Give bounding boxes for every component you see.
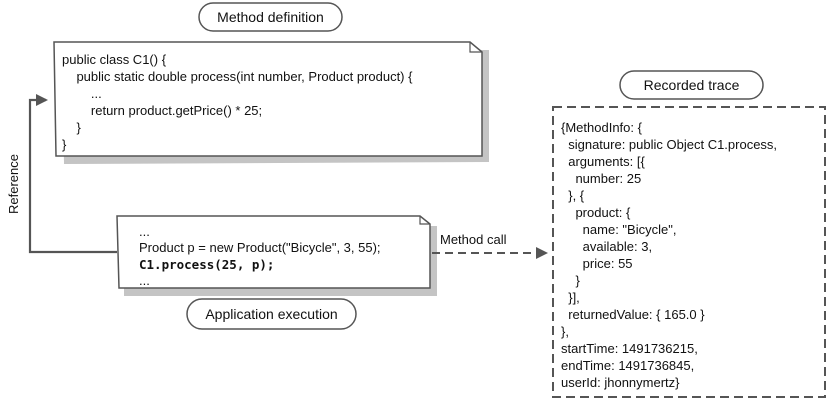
app-code-line: ... (139, 273, 150, 288)
method-definition-pill (198, 2, 343, 32)
trace-line: }], (561, 290, 580, 305)
trace-line: startTime: 1491736215, (561, 341, 698, 356)
app-code-line: Product p = new Product("Bicycle", 3, 55… (139, 240, 381, 255)
trace-line: }, { (561, 188, 585, 203)
method-definition-label: Method definition (217, 9, 324, 25)
method-code-line: return product.getPrice() * 25; (62, 103, 263, 118)
app-code-line: ... (139, 224, 150, 239)
trace-line: returnedValue: { 165.0 } (561, 307, 705, 322)
recorded-trace-pill (619, 70, 764, 100)
method-definition-box (53, 41, 483, 157)
trace-line: signature: public Object C1.process, (561, 137, 778, 152)
reference-arrow (28, 94, 117, 254)
reference-label: Reference (6, 154, 21, 214)
trace-line: }, (561, 324, 569, 339)
trace-line: available: 3, (561, 239, 653, 254)
method-code-line: ... (62, 86, 102, 101)
method-code-line: public class C1() { (62, 52, 167, 67)
application-execution-pill (186, 298, 357, 330)
method-code-line: } (62, 120, 81, 135)
trace-line: endTime: 1491736845, (561, 358, 695, 373)
application-execution-box (116, 215, 431, 289)
application-execution-label: Application execution (205, 306, 338, 322)
method-code-line: public static double process(int number,… (62, 69, 413, 84)
app-code-call-line: C1.process(25, p); (139, 257, 275, 272)
method-call-label: Method call (440, 232, 507, 247)
trace-line: product: { (561, 205, 631, 220)
trace-line: price: 55 (561, 256, 633, 271)
trace-line: name: "Bicycle", (561, 222, 677, 237)
trace-line: } (561, 273, 580, 288)
trace-line: userId: jhonnymertz} (561, 375, 680, 390)
method-code-line: } (62, 137, 67, 152)
recorded-trace-box (552, 106, 826, 398)
trace-line: {MethodInfo: { (561, 120, 642, 135)
recorded-trace-label: Recorded trace (643, 77, 740, 93)
trace-line: number: 25 (561, 171, 642, 186)
trace-line: arguments: [{ (561, 154, 645, 169)
